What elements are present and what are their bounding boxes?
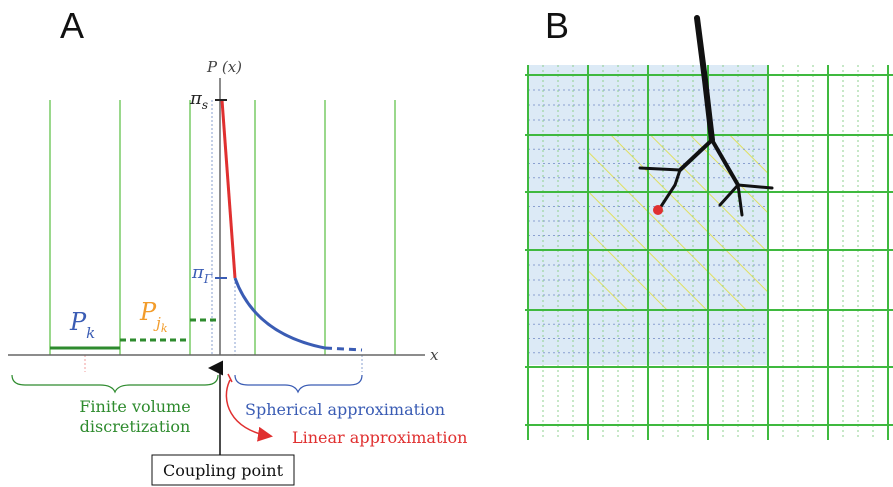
spherical-brace bbox=[234, 374, 363, 394]
linear-approximation-label: Linear approximation bbox=[292, 428, 467, 447]
panel-a-label: A bbox=[60, 5, 84, 46]
finite-volume-brace bbox=[11, 374, 219, 394]
finite-volume-label-line1: Finite volume bbox=[79, 397, 190, 416]
root-branch bbox=[718, 183, 740, 207]
helper-dotted-lines bbox=[84, 100, 363, 372]
spherical-approximation-label: Spherical approximation bbox=[245, 400, 445, 419]
root-branch bbox=[658, 183, 677, 210]
linear-arrow bbox=[225, 379, 273, 442]
pk-label: Pk bbox=[69, 308, 95, 342]
root-branch bbox=[638, 166, 682, 172]
coupling-point-box bbox=[151, 454, 295, 486]
x-axis-label: x bbox=[430, 346, 439, 364]
spherical-tail bbox=[324, 346, 363, 352]
y-axis-label: P (x) bbox=[206, 58, 242, 76]
root-branch bbox=[736, 183, 774, 190]
root-branch bbox=[710, 138, 740, 187]
coarse-grid bbox=[525, 65, 893, 440]
finite-volume-label-line2: discretization bbox=[80, 417, 191, 436]
root-network bbox=[638, 15, 774, 217]
finite-volume-gridlines bbox=[49, 100, 396, 355]
panel-b: B bbox=[525, 5, 893, 440]
linear-approximation-curve bbox=[220, 99, 237, 279]
spherical-approximation-curve bbox=[233, 277, 326, 350]
root-tip-point bbox=[653, 205, 663, 215]
pi-gamma-label: πΓ bbox=[191, 262, 213, 286]
pi-s-label: πs bbox=[189, 88, 208, 112]
root-branch bbox=[678, 138, 714, 172]
root-branch bbox=[736, 183, 744, 217]
root-branch bbox=[673, 168, 682, 187]
panel-b-label: B bbox=[545, 5, 569, 46]
coupling-point-label: Coupling point bbox=[163, 461, 284, 480]
linear-tick bbox=[227, 373, 233, 383]
root-main bbox=[694, 15, 715, 143]
pjk-label: Pjk bbox=[139, 298, 168, 335]
panel-a: A x P (x) bbox=[8, 5, 467, 486]
